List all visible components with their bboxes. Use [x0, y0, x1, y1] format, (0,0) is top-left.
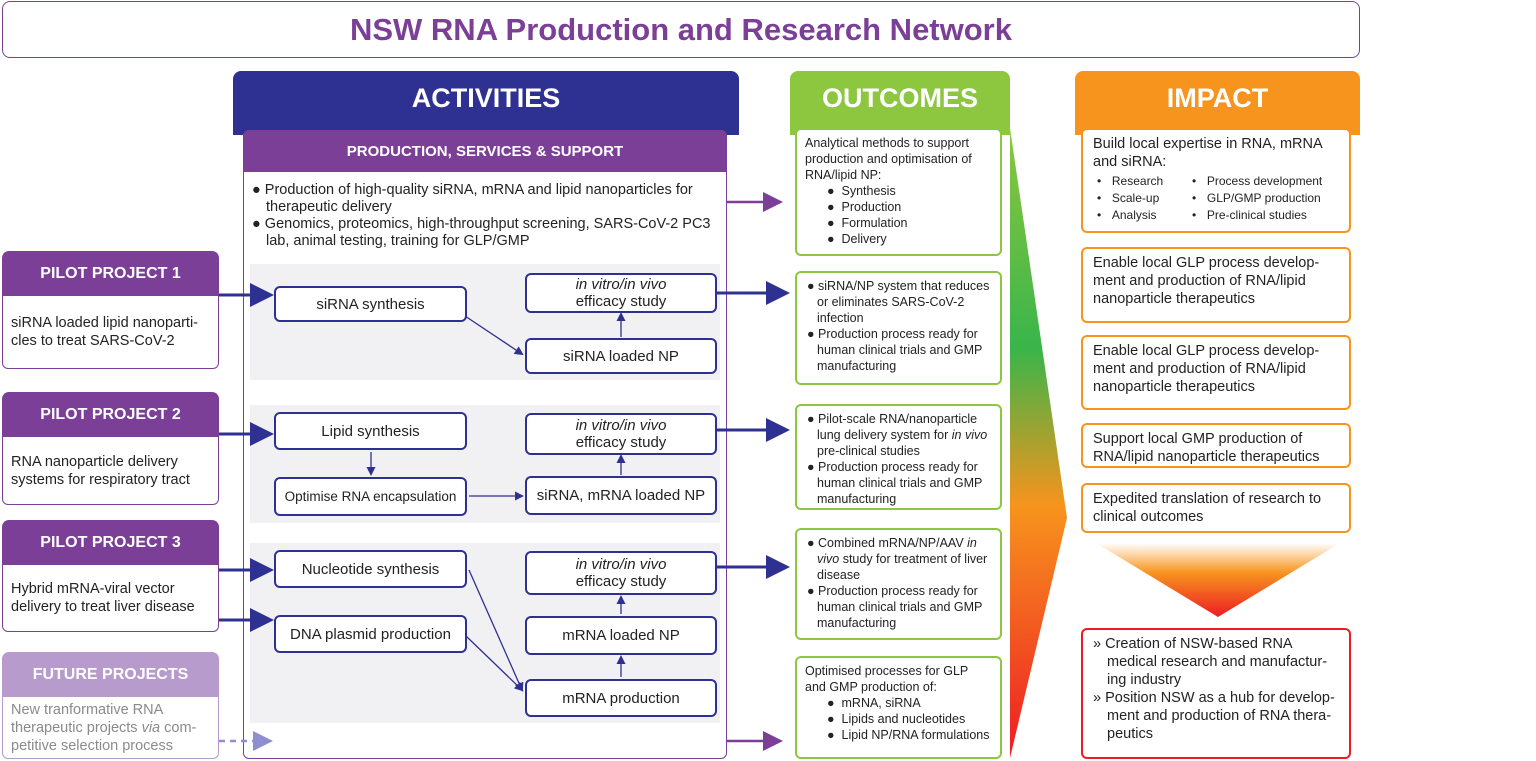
future-projects-heading: FUTURE PROJECTS — [2, 652, 219, 698]
outcome-pilot-3: ● Combined mRNA/NP/AAV in vivo study for… — [795, 528, 1002, 640]
node-label: siRNA synthesis — [316, 295, 425, 313]
outcome-optimised-processes: Optimised processes for GLP and GMP prod… — [795, 656, 1002, 759]
pilot-project-2-text: RNA nanoparticle delivery systems for re… — [2, 437, 219, 505]
outcome-item: ● Production process ready for human cli… — [807, 327, 983, 373]
sirna-mrna-loaded-np-node: siRNA, mRNA loaded NP — [525, 476, 717, 515]
arrow — [465, 635, 524, 692]
impact-list-item: • Scale-up — [1097, 191, 1160, 205]
mrna-production-node: mRNA production — [525, 679, 717, 717]
outcome-item: ● Formulation — [827, 216, 908, 230]
arrow — [468, 569, 524, 692]
outcomes-header: OUTCOMES — [790, 71, 1010, 135]
impact-funnel — [1096, 543, 1340, 617]
outcome-item: ● Synthesis — [827, 184, 896, 198]
outcome-item: ● Delivery — [827, 232, 887, 246]
node-label: DNA plasmid production — [290, 625, 451, 643]
node-label: in vitro/in vivo — [575, 417, 667, 434]
impact-local-expertise: Build local expertise in RNA, mRNA and s… — [1081, 128, 1351, 233]
pilot-project-1-heading: PILOT PROJECT 1 — [2, 251, 219, 297]
node-label: in vitro/in vivo — [575, 276, 667, 293]
node-label: mRNA loaded NP — [562, 627, 680, 644]
dna-plasmid-node: DNA plasmid production — [274, 615, 467, 653]
mrna-loaded-np-node: mRNA loaded NP — [525, 616, 717, 655]
page-title: NSW RNA Production and Research Network — [2, 1, 1360, 58]
outcome-item: ● Combined mRNA/NP/AAV in vivo study for… — [807, 536, 988, 582]
node-label: Lipid synthesis — [321, 422, 420, 440]
outcome-item: ● Pilot-scale RNA/nanoparticle lung deli… — [807, 412, 988, 458]
outcome-pilot-2: ● Pilot-scale RNA/nanoparticle lung deli… — [795, 404, 1002, 510]
impact-final-outcomes: » Creation of NSW-based RNA medical rese… — [1081, 628, 1351, 759]
node-label: efficacy study — [575, 434, 667, 451]
impact-list-item: • Process development — [1192, 174, 1323, 188]
impact-header: IMPACT — [1075, 71, 1360, 135]
outcome-pilot-1: ● siRNA/NP system that reduces or elimin… — [795, 271, 1002, 385]
node-label: mRNA production — [562, 689, 680, 707]
production-bullet: ● Genomics, proteomics, high-throughput … — [252, 216, 711, 249]
outcomes-impact-wedge — [1010, 128, 1067, 758]
impact-expedited-translation: Expedited translation of research to cli… — [1081, 483, 1351, 533]
node-label: siRNA, mRNA loaded NP — [536, 487, 706, 504]
outcome-item: ● Production — [827, 200, 902, 214]
future-text: New tranformative RNA therapeutic projec… — [11, 701, 163, 736]
impact-gmp-production: Support local GMP production of RNA/lipi… — [1081, 423, 1351, 468]
arrow — [464, 315, 524, 356]
lipid-synthesis-node: Lipid synthesis — [274, 412, 467, 450]
node-label: Optimise RNA encapsulation — [284, 489, 457, 504]
activities-header: ACTIVITIES — [233, 71, 739, 135]
impact-list-item: • Analysis — [1097, 208, 1157, 222]
future-projects-text: New tranformative RNA therapeutic projec… — [2, 697, 219, 759]
impact-expertise-list: • Research • Process development • Scale… — [1093, 173, 1339, 224]
outcome-item: ● mRNA, siRNA — [827, 696, 921, 710]
pilot-project-3-heading: PILOT PROJECT 3 — [2, 520, 219, 566]
impact-final-item: » Creation of NSW-based RNA medical rese… — [1093, 636, 1328, 688]
outcome-item: ● Production process ready for human cli… — [807, 584, 983, 630]
future-text: via — [141, 719, 161, 736]
impact-glp-process-2: Enable local GLP process develop-ment an… — [1081, 335, 1351, 410]
impact-list-item: • GLP/GMP production — [1192, 191, 1321, 205]
pilot-project-2-heading: PILOT PROJECT 2 — [2, 392, 219, 438]
nucleotide-synthesis-node: Nucleotide synthesis — [274, 550, 467, 588]
production-bullet: ● Production of high-quality siRNA, mRNA… — [252, 182, 693, 215]
optimise-encapsulation-node: Optimise RNA encapsulation — [274, 477, 467, 516]
impact-final-item: » Position NSW as a hub for develop-ment… — [1093, 690, 1335, 742]
impact-list-item: • Pre-clinical studies — [1192, 208, 1307, 222]
production-heading: PRODUCTION, SERVICES & SUPPORT — [243, 130, 727, 172]
impact-glp-process-1: Enable local GLP process develop-ment an… — [1081, 247, 1351, 323]
node-label: siRNA loaded NP — [563, 347, 679, 365]
node-label: in vitro/in vivo — [575, 556, 667, 573]
outcome-item: ● Lipids and nucleotides — [827, 712, 966, 726]
impact-list-item: • Research — [1097, 174, 1164, 188]
outcome-item: ● Production process ready for human cli… — [807, 460, 983, 506]
outcome-item: ● Lipid NP/RNA formulations — [827, 728, 990, 742]
node-label: Nucleotide synthesis — [301, 560, 440, 578]
outcome-item: ● siRNA/NP system that reduces or elimin… — [807, 279, 990, 325]
pilot-project-1-text: siRNA loaded lipid nanoparti-cles to tre… — [2, 296, 219, 369]
sirna-loaded-np-node: siRNA loaded NP — [525, 338, 717, 374]
node-label: efficacy study — [575, 573, 667, 590]
pilot-project-3-text: Hybrid mRNA-viral vector delivery to tre… — [2, 565, 219, 632]
sirna-synthesis-node: siRNA synthesis — [274, 286, 467, 322]
production-bullets: ● Production of high-quality siRNA, mRNA… — [252, 182, 722, 250]
outcome-text: Analytical methods to support production… — [805, 136, 972, 182]
future-text: com-petitive selection process — [11, 719, 197, 754]
outcome-text: Optimised processes for GLP and GMP prod… — [805, 664, 969, 694]
node-label: efficacy study — [575, 293, 667, 310]
outcome-analytical-methods: Analytical methods to support production… — [795, 128, 1002, 256]
impact-text: Build local expertise in RNA, mRNA and s… — [1093, 136, 1322, 170]
